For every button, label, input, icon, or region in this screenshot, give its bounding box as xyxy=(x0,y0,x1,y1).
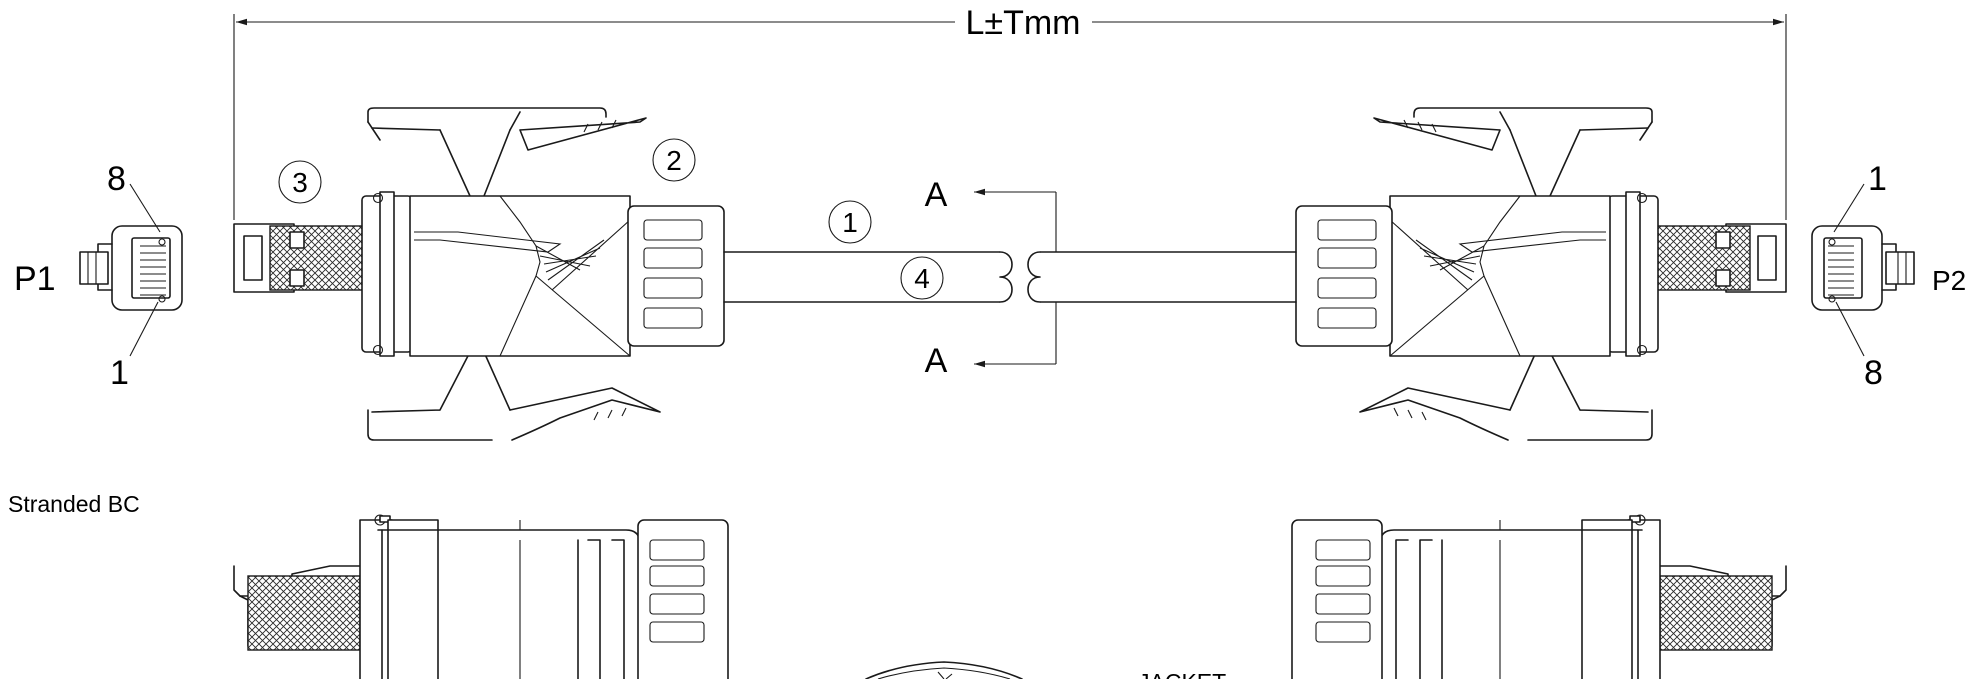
section-label-top: A xyxy=(925,176,948,214)
p1-pin-top: 8 xyxy=(107,160,126,198)
balloon-4: 4 xyxy=(900,256,944,300)
p2-pin-bottom: 8 xyxy=(1864,354,1883,392)
section-marker: A A xyxy=(925,176,1057,380)
section-label-bottom: A xyxy=(925,342,948,380)
cable-break xyxy=(999,248,1041,306)
plug-face-p1 xyxy=(79,225,183,311)
balloon-3: 3 xyxy=(278,160,322,204)
left-connector-front xyxy=(233,107,1001,441)
conductor-note: Stranded BC xyxy=(8,491,140,517)
left-connector-side xyxy=(233,514,729,679)
svg-text:1: 1 xyxy=(842,207,858,238)
p1-pin-bottom: 1 xyxy=(110,354,129,392)
cable-cross-section xyxy=(865,661,1023,679)
p1-label: P1 xyxy=(14,260,56,298)
right-connector-front xyxy=(1019,107,1787,441)
svg-text:4: 4 xyxy=(914,263,930,294)
svg-text:2: 2 xyxy=(666,145,682,176)
p2-pin-top: 1 xyxy=(1868,160,1887,198)
right-connector-side xyxy=(1291,514,1787,679)
p2-label: P2 xyxy=(1932,265,1966,296)
jacket-label: JACKET xyxy=(1138,669,1226,679)
svg-text:3: 3 xyxy=(292,167,308,198)
balloon-2: 2 xyxy=(652,138,696,182)
length-dimension: L±Tmm xyxy=(233,4,1787,220)
length-label: L±Tmm xyxy=(966,4,1081,42)
plug-face-p2 xyxy=(1811,225,1915,311)
balloon-1: 1 xyxy=(828,200,872,244)
